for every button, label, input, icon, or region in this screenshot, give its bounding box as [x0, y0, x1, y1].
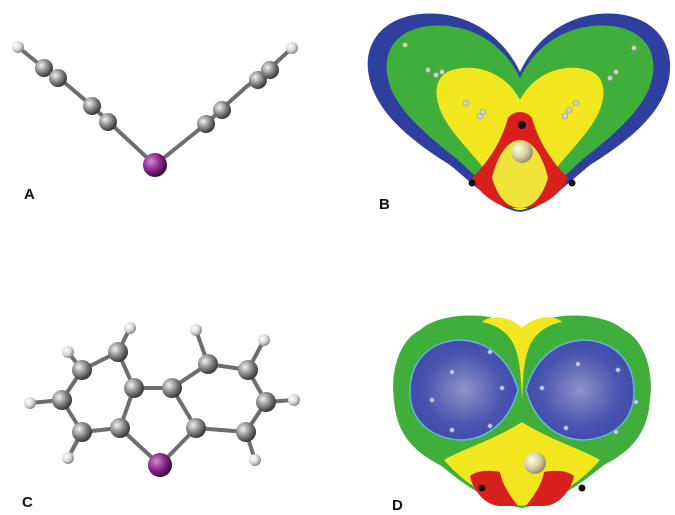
carbon-atom	[99, 113, 117, 131]
carbon-atom	[238, 360, 258, 380]
surface-points-b	[402, 42, 637, 120]
surface-blue-lobe-right	[525, 339, 635, 441]
carbon-atom	[249, 71, 267, 89]
carbon-atom	[197, 115, 215, 133]
panel-a-label: A	[24, 186, 35, 203]
hydrogen-atom	[288, 394, 300, 406]
carbon-atom	[108, 342, 128, 362]
carbon-atom	[198, 354, 218, 374]
surface-blue-lobe-left	[409, 339, 519, 441]
carbon-atom	[35, 59, 53, 77]
iodine-center-ball	[524, 452, 546, 474]
atoms-a	[12, 41, 298, 177]
hydrogen-atom	[24, 397, 36, 409]
panel-c: C	[0, 300, 330, 515]
surface-yellow-region	[444, 317, 600, 506]
carbon-atom	[213, 101, 231, 119]
carbon-atom	[236, 422, 256, 442]
panel-a: A	[0, 0, 330, 215]
molecule-c-model	[24, 322, 300, 477]
hydrogen-atom	[249, 454, 261, 466]
carbon-atom	[72, 360, 92, 380]
carbon-atom	[261, 61, 279, 79]
esp-surface-b	[367, 13, 671, 212]
panel-d: D	[370, 300, 675, 515]
hydrogen-atom	[12, 41, 24, 53]
carbon-atom	[186, 418, 206, 438]
atoms-c	[24, 322, 300, 477]
panel-d-label: D	[392, 497, 403, 514]
carbon-atom	[124, 378, 144, 398]
panel-b-label: B	[379, 196, 390, 213]
carbon-atom	[52, 390, 72, 410]
carbon-atom	[256, 392, 276, 412]
iodine-center-ball	[511, 141, 533, 163]
carbon-atom	[110, 418, 130, 438]
esp-surface-d	[393, 315, 651, 508]
surface-red-region	[470, 470, 574, 506]
carbon-atom	[49, 69, 67, 87]
hydrogen-atom	[286, 42, 298, 54]
bonds-a	[16, 45, 294, 167]
surface-yellow-cap	[492, 140, 548, 208]
iodine-atom	[143, 153, 167, 177]
hydrogen-atom	[62, 452, 74, 464]
hydrogen-atom	[62, 346, 74, 358]
lone-pair-point-right	[578, 484, 586, 492]
panel-c-label: C	[22, 494, 33, 511]
surface-points-d	[429, 349, 639, 435]
hydrogen-atom	[190, 324, 202, 336]
lone-pair-point-left	[468, 179, 476, 187]
carbon-atom	[83, 97, 101, 115]
molecule-a-model	[12, 41, 298, 177]
carbon-atom	[72, 422, 92, 442]
panel-b: B	[340, 0, 675, 215]
hydrogen-atom	[124, 322, 136, 334]
carbon-atom	[162, 378, 182, 398]
sigma-hole-point	[518, 121, 526, 129]
lone-pair-point-left	[478, 484, 486, 492]
iodine-atom	[148, 453, 172, 477]
lone-pair-point-right	[568, 179, 576, 187]
hydrogen-atom	[258, 334, 270, 346]
